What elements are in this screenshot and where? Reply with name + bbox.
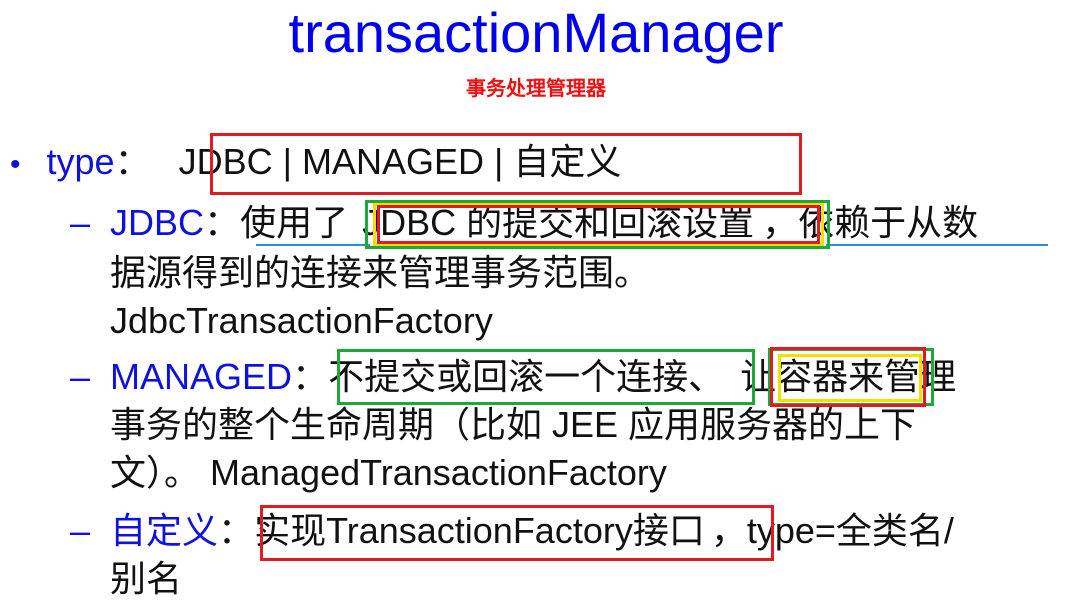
managed-text-boxed: 不提交或回滚一个连接 bbox=[328, 356, 689, 397]
jdbc-green-box bbox=[365, 200, 830, 249]
jdbc-label: JDBC bbox=[110, 202, 205, 243]
jdbc-text-boxed: JDBC 的提交和回滚设置 bbox=[362, 202, 755, 243]
managed-label: MANAGED bbox=[110, 356, 293, 397]
type-value: JDBC | MANAGED | 自定义 bbox=[178, 141, 622, 182]
managed-yellow-box bbox=[778, 354, 922, 402]
jdbc-underline-left bbox=[256, 244, 370, 246]
jdbc-line-1: –JDBC：使用了 JDBC 的提交和回滚设置，依赖于从数 bbox=[70, 201, 978, 245]
jdbc-line-3: JdbcTransactionFactory bbox=[110, 300, 493, 341]
managed-dash: – bbox=[70, 356, 91, 397]
custom-line-2: 别名 bbox=[110, 558, 183, 599]
custom-colon: ： bbox=[218, 510, 255, 551]
custom-text-boxed: 实现TransactionFactory接口 bbox=[254, 510, 705, 551]
type-colon: ： bbox=[114, 141, 151, 182]
managed-green-box-1 bbox=[337, 349, 755, 405]
managed-line-1: –MANAGED：不提交或回滚一个连接、让容器来管理 bbox=[70, 355, 956, 399]
jdbc-text-pre: 使用了 bbox=[240, 202, 349, 243]
custom-line-1: –自定义：实现TransactionFactory接口，type=全类名/ bbox=[70, 509, 954, 553]
custom-red-box bbox=[260, 505, 774, 561]
jdbc-dash: – bbox=[70, 202, 91, 243]
jdbc-red-box bbox=[377, 205, 820, 244]
managed-colon: ： bbox=[292, 356, 329, 397]
managed-text-boxed-2: 让容器 bbox=[740, 356, 849, 397]
jdbc-yellow-box bbox=[373, 203, 824, 246]
page-title: transactionManager bbox=[288, 1, 784, 64]
managed-line-3: 文）。 ManagedTransactionFactory bbox=[110, 452, 667, 493]
managed-line-2: 事务的整个生命周期（比如 JEE 应用服务器的上下 bbox=[110, 404, 917, 445]
custom-text-post: ，type=全类名/ bbox=[710, 510, 954, 551]
jdbc-underline-right bbox=[826, 244, 1048, 246]
type-value-highlight-box bbox=[210, 133, 802, 195]
type-row: • type： JDBC | MANAGED | 自定义 bbox=[10, 140, 621, 187]
jdbc-line-2: 据源得到的连接来管理事务范围。 bbox=[110, 252, 651, 293]
jdbc-text-post: ，依赖于从数 bbox=[762, 202, 979, 243]
managed-separator: 、 bbox=[688, 356, 725, 397]
managed-red-box bbox=[770, 347, 926, 407]
type-label: type bbox=[46, 141, 115, 182]
custom-dash: – bbox=[70, 510, 91, 551]
jdbc-colon: ： bbox=[204, 202, 241, 243]
bullet-icon: • bbox=[10, 148, 21, 181]
managed-text-post: 来管理 bbox=[848, 356, 957, 397]
custom-label: 自定义 bbox=[110, 510, 219, 551]
page-subtitle: 事务处理管理器 bbox=[466, 78, 606, 100]
